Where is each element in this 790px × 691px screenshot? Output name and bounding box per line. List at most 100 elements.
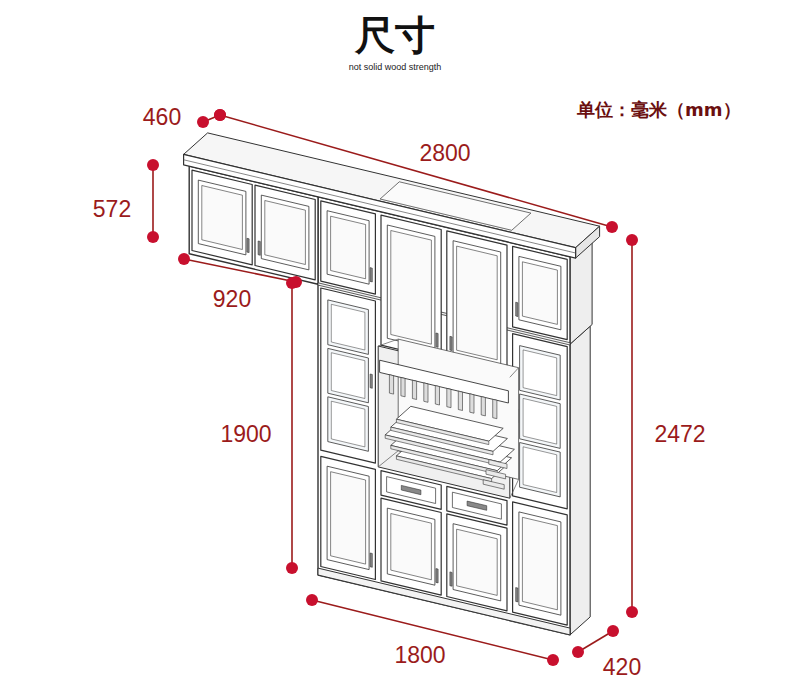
- dimension-dot: [286, 562, 298, 574]
- side-tray: [489, 460, 507, 469]
- glass-holder: [470, 394, 474, 413]
- glass-holder: [458, 391, 462, 410]
- wine-rail: [380, 360, 509, 403]
- door-panel: [519, 256, 561, 329]
- dimension-dot: [607, 625, 619, 637]
- crown-front: [184, 154, 576, 258]
- niche-edge: [378, 339, 398, 346]
- door-panel-inner: [457, 529, 498, 595]
- dimension-dot: [214, 109, 226, 121]
- dimension-line: [578, 631, 613, 652]
- dimension-dot: [147, 231, 159, 243]
- door-panel-inner: [331, 472, 366, 564]
- dimension-value: 920: [213, 287, 251, 312]
- cabinet-door: [321, 201, 376, 294]
- cabinet-door: [513, 246, 568, 339]
- cabinet-drawing: [184, 133, 600, 635]
- door-panel-inner: [331, 216, 366, 279]
- glass-pane: [520, 443, 561, 497]
- dimension-lines: [147, 109, 638, 666]
- door-handle: [436, 333, 438, 347]
- cabinet-door: [255, 185, 315, 280]
- glass-pane: [520, 346, 561, 400]
- dimension-value: 1900: [220, 422, 271, 447]
- dimension-dot: [547, 654, 559, 666]
- glass-door: [321, 288, 376, 463]
- glass-pane-inner: [331, 353, 365, 399]
- crown-molding-line: [184, 160, 576, 253]
- dimension-dot: [178, 253, 190, 265]
- door-panel-inner: [391, 231, 432, 345]
- dimension-dot: [197, 116, 209, 128]
- door-panel: [519, 512, 561, 615]
- glass-holder: [412, 380, 416, 399]
- dimension-line: [631, 240, 633, 612]
- cabinet-door: [321, 456, 376, 579]
- niche-edge: [510, 479, 519, 498]
- dimension-dot: [572, 646, 584, 658]
- cabinet-door: [513, 502, 568, 625]
- glass-pane-inner: [331, 304, 365, 350]
- glass-door: [513, 334, 568, 509]
- door-handle: [247, 238, 249, 252]
- door-panel: [327, 466, 369, 569]
- cabinet-door: [447, 514, 507, 611]
- drawer-panel: [387, 477, 436, 504]
- door-handle: [370, 553, 372, 567]
- glass-holder: [389, 375, 393, 394]
- glass-holder: [424, 383, 428, 402]
- door-panel-inner: [391, 514, 432, 580]
- glass-holder: [493, 399, 497, 418]
- dimension-value: 2472: [654, 422, 705, 447]
- dimension-line: [152, 165, 154, 237]
- glass-pane-inner: [331, 401, 365, 447]
- crown-side: [576, 226, 600, 258]
- door-handle: [516, 302, 518, 316]
- dimension-dot: [214, 109, 226, 121]
- dimension-line: [184, 259, 296, 282]
- glass-holder: [447, 388, 451, 407]
- subtitle: not solid wood strength: [349, 63, 442, 73]
- door-panel: [387, 225, 435, 350]
- dimension-dot: [286, 277, 298, 289]
- cabinet-door: [192, 170, 252, 265]
- door-handle: [516, 588, 518, 602]
- door-panel-inner: [265, 201, 306, 265]
- niche-edge: [378, 451, 398, 467]
- door-handle: [370, 374, 372, 388]
- door-handle: [450, 336, 452, 350]
- shelf-edge: [396, 419, 488, 444]
- dimension-value: 1800: [394, 643, 445, 668]
- glass-holder: [401, 378, 405, 397]
- dimension-value: 572: [93, 197, 131, 222]
- door-panel: [453, 524, 501, 601]
- cabinet-door: [381, 215, 441, 359]
- cabinet-front: [318, 197, 570, 635]
- door-panel: [453, 241, 501, 366]
- side-tray: [486, 470, 506, 479]
- door-panel: [198, 180, 246, 255]
- glass-pane: [328, 397, 369, 452]
- glass-holder: [481, 397, 485, 416]
- door-panel: [387, 508, 435, 585]
- door-handle: [436, 569, 438, 583]
- door-panel-inner: [457, 246, 498, 360]
- glass-pane: [520, 394, 561, 448]
- door-handle: [450, 572, 452, 586]
- dimension-dot: [606, 221, 618, 233]
- glass-pane-inner: [523, 447, 557, 493]
- dimension-dot: [306, 594, 318, 606]
- glass-pane-inner: [523, 350, 557, 396]
- cabinet-door: [381, 498, 441, 595]
- dimension-value: 420: [603, 655, 641, 680]
- dimension-value: 460: [143, 105, 181, 130]
- cabinet-side: [570, 326, 590, 635]
- page-title: 尺寸: [355, 14, 435, 58]
- dimension-value: 2800: [419, 141, 470, 166]
- dimension-dot: [626, 606, 638, 618]
- dimension-line: [291, 283, 293, 568]
- door-panel-inner: [522, 262, 557, 325]
- side-tray: [483, 480, 504, 490]
- door-panel: [327, 211, 369, 285]
